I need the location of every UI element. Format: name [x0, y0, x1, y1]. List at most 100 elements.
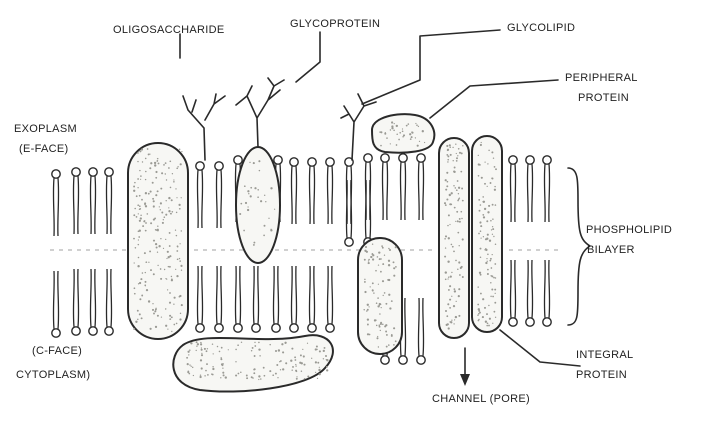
protein-speckle: [390, 129, 391, 130]
protein-speckle: [489, 240, 491, 242]
protein-speckle: [457, 180, 459, 182]
label-exoplasm-1: EXOPLASM: [14, 123, 77, 135]
protein-speckle: [451, 192, 453, 194]
protein-speckle: [456, 211, 458, 213]
protein-speckle: [222, 372, 224, 374]
protein-speckle: [212, 374, 214, 376]
protein-speckle: [455, 221, 456, 222]
protein-speckle: [137, 310, 139, 312]
protein-speckle: [477, 314, 479, 316]
protein-speckle: [133, 328, 135, 330]
protein-speckle: [494, 186, 495, 187]
protein-speckle: [138, 244, 139, 245]
protein-speckle: [243, 230, 245, 232]
protein-speckle: [137, 152, 139, 154]
protein-speckle: [167, 251, 169, 253]
protein-speckle: [402, 130, 404, 132]
protein-speckle: [379, 131, 381, 133]
protein-speckle: [370, 256, 372, 258]
protein-speckle: [168, 197, 170, 199]
protein-speckle: [155, 194, 157, 196]
protein-speckle: [180, 265, 182, 267]
protein-speckle: [258, 160, 260, 162]
protein-speckle: [146, 289, 148, 291]
protein-speckle: [325, 355, 327, 357]
protein-speckle: [311, 358, 312, 359]
label-cface-2: CYTOPLASM): [16, 369, 90, 381]
glycoprotein-chain: [236, 78, 284, 147]
protein-speckle: [169, 160, 171, 162]
protein-speckle: [368, 260, 369, 261]
protein-speckle: [134, 293, 136, 295]
protein-speckle: [446, 315, 448, 317]
protein-speckle: [134, 208, 136, 210]
protein-speckle: [260, 378, 262, 380]
protein-speckle: [481, 177, 483, 179]
protein-speckle: [294, 356, 296, 358]
protein-speckle: [323, 358, 324, 359]
protein-speckle: [171, 276, 172, 277]
protein-speckle: [367, 309, 369, 311]
protein-speckle: [448, 276, 449, 277]
protein-speckle: [189, 364, 190, 365]
phospholipid: [196, 266, 204, 332]
protein-speckle: [323, 350, 325, 352]
protein-speckle: [491, 151, 493, 153]
protein-speckle: [447, 149, 449, 151]
protein-speckle: [167, 289, 168, 290]
phospholipid: [89, 168, 97, 234]
protein-speckle: [386, 334, 388, 336]
protein-speckle: [480, 274, 482, 276]
protein-speckle: [393, 267, 395, 269]
protein-speckle: [296, 378, 298, 380]
protein-speckle: [177, 258, 179, 260]
protein-speckle: [176, 197, 177, 198]
protein-speckle: [487, 254, 489, 256]
protein-speckle: [141, 317, 143, 319]
protein-speckle: [326, 366, 328, 368]
protein-speckle: [225, 376, 227, 378]
protein-speckle: [186, 357, 188, 359]
protein-speckle: [139, 208, 141, 210]
protein-speckle: [245, 202, 247, 204]
protein-speckle: [318, 369, 320, 371]
protein-speckle: [282, 368, 284, 370]
protein-speckle: [221, 347, 223, 349]
protein-speckle: [179, 258, 180, 259]
protein-speckle: [462, 276, 464, 278]
protein-speckle: [147, 213, 149, 215]
protein-speckle: [171, 316, 173, 318]
protein-speckle: [382, 263, 384, 265]
protein-speckle: [277, 377, 278, 378]
protein-speckle: [139, 205, 141, 207]
protein-speckle: [461, 218, 462, 219]
protein-speckle: [495, 168, 497, 170]
protein-speckle: [451, 320, 452, 321]
protein-speckle: [222, 363, 224, 365]
protein-speckle: [452, 246, 454, 248]
protein-speckle: [157, 158, 159, 160]
protein-speckle: [155, 243, 157, 245]
protein-speckle: [138, 230, 140, 232]
protein-speckle: [175, 269, 176, 270]
protein-speckle: [495, 204, 497, 206]
protein-speckle: [148, 262, 149, 263]
protein-speckle: [390, 143, 391, 144]
protein-speckle: [324, 347, 326, 349]
protein-speckle: [395, 340, 397, 342]
phospholipid: [381, 154, 389, 220]
protein-speckle: [391, 335, 393, 337]
protein-speckle: [372, 253, 374, 255]
protein-speckle: [462, 200, 464, 202]
protein-speckle: [160, 238, 161, 239]
protein-speckle: [364, 281, 366, 283]
protein-speckle: [481, 142, 482, 143]
protein-speckle: [478, 233, 480, 235]
protein-speckle: [253, 372, 255, 374]
phospholipid: [543, 260, 551, 326]
protein-speckle: [181, 151, 182, 152]
protein-speckle: [307, 375, 309, 377]
protein-speckle: [480, 230, 482, 232]
protein-speckle: [140, 217, 142, 219]
